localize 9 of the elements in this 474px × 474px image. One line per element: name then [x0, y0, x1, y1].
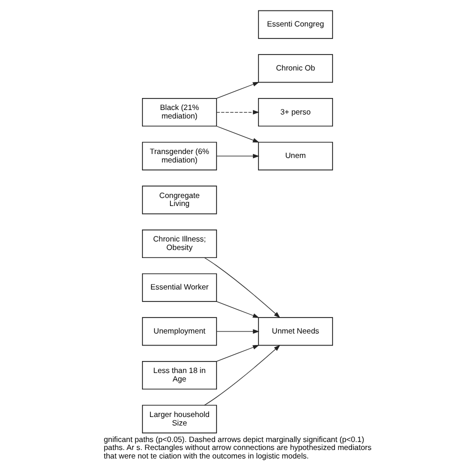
arrow: [216, 345, 259, 362]
arrow: [216, 126, 259, 143]
arrow: [216, 329, 259, 334]
arrow: [216, 110, 259, 115]
arrow: [204, 257, 280, 318]
arrow: [216, 82, 259, 99]
arrow: [216, 154, 259, 158]
arrow: [216, 301, 259, 318]
arrow: [204, 344, 280, 406]
